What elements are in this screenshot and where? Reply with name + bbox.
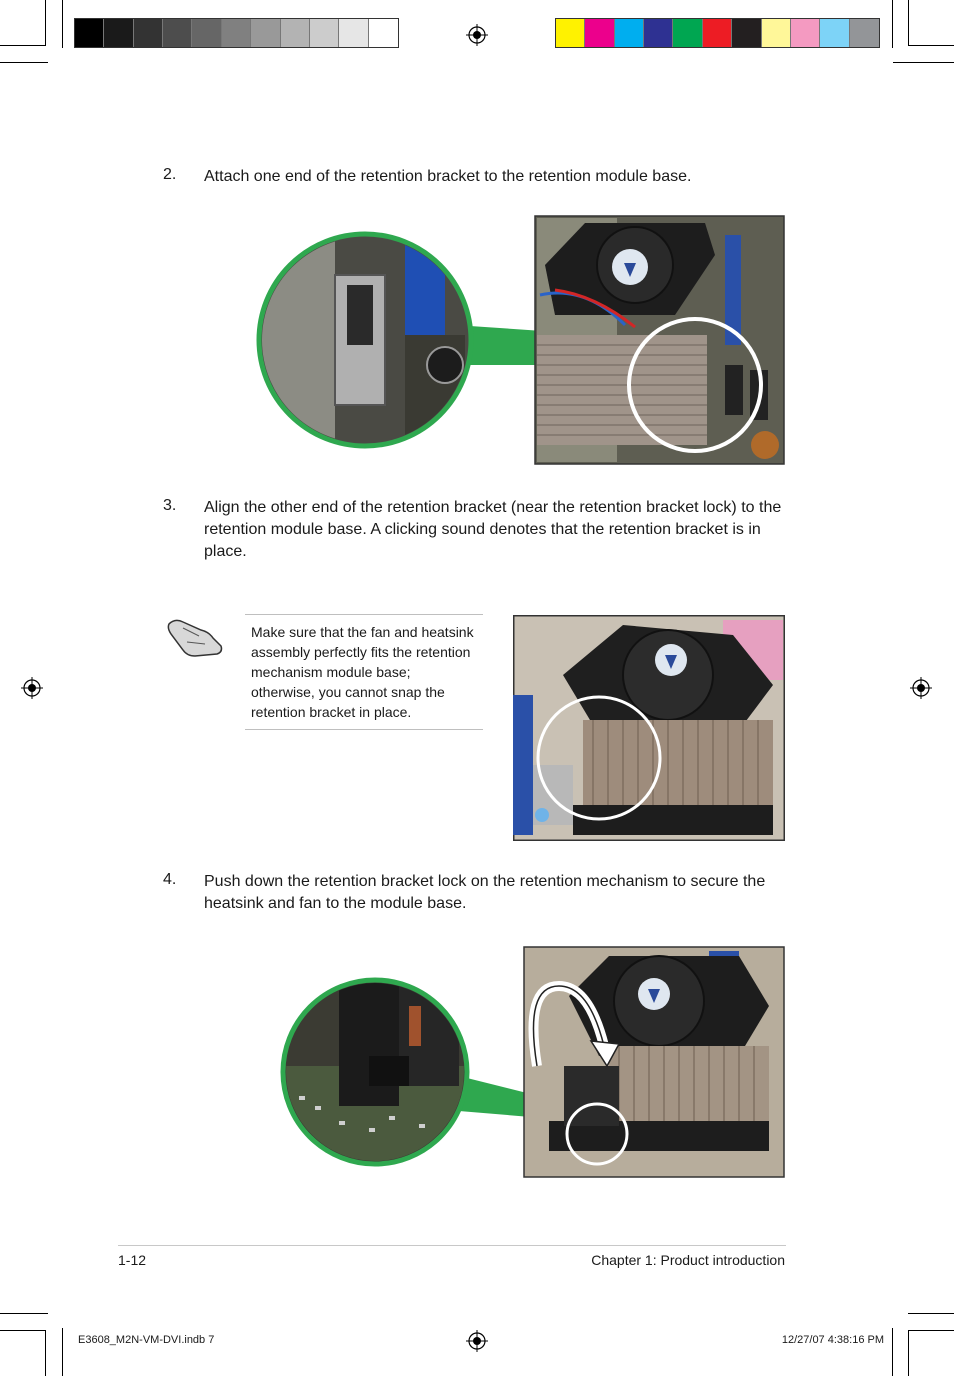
calibration-swatch xyxy=(761,19,791,47)
note-box: Make sure that the fan and heatsink asse… xyxy=(245,614,483,730)
calibration-swatch xyxy=(644,19,674,47)
calibration-swatch xyxy=(163,19,193,47)
step-2-illustration xyxy=(256,215,785,465)
calibration-swatch xyxy=(820,19,850,47)
calibration-swatch xyxy=(104,19,134,47)
calibration-swatch xyxy=(556,19,586,47)
step-text: Push down the retention bracket lock on … xyxy=(204,873,766,912)
calibration-swatch xyxy=(339,19,369,47)
calibration-swatch xyxy=(702,19,733,47)
step-4-illustration xyxy=(280,946,785,1178)
calibration-swatch xyxy=(309,19,340,47)
calibration-swatch xyxy=(251,19,281,47)
step-3-photo xyxy=(513,615,785,841)
step-number: 4. xyxy=(163,871,177,888)
slug-timestamp: 12/27/07 4:38:16 PM xyxy=(781,1334,884,1346)
registration-mark-icon xyxy=(466,24,488,46)
registration-mark-icon xyxy=(910,677,932,699)
chapter-title: Chapter 1: Product introduction xyxy=(591,1252,785,1268)
calibration-swatch xyxy=(75,19,105,47)
step-number: 3. xyxy=(163,497,177,514)
step-text: Align the other end of the retention bra… xyxy=(204,499,782,560)
grayscale-calibration-bar xyxy=(74,18,399,48)
calibration-swatch xyxy=(673,19,703,47)
calibration-swatch xyxy=(192,19,222,47)
calibration-swatch xyxy=(614,19,645,47)
registration-mark-icon xyxy=(21,677,43,699)
step-number: 2. xyxy=(163,166,177,183)
hand-pointer-icon xyxy=(167,619,223,657)
calibration-swatch xyxy=(849,19,879,47)
calibration-swatch xyxy=(280,19,310,47)
calibration-swatch xyxy=(732,19,762,47)
calibration-swatch xyxy=(221,19,252,47)
registration-mark-icon xyxy=(466,1330,488,1352)
footer-rule xyxy=(118,1245,786,1246)
color-calibration-bar xyxy=(555,18,880,48)
note-text: Make sure that the fan and heatsink asse… xyxy=(251,624,474,720)
calibration-swatch xyxy=(790,19,821,47)
page-number: 1-12 xyxy=(118,1252,147,1268)
calibration-swatch xyxy=(585,19,615,47)
calibration-swatch xyxy=(133,19,164,47)
calibration-swatch xyxy=(368,19,398,47)
slug-file: E3608_M2N-VM-DVI.indb 7 xyxy=(78,1334,215,1346)
step-text: Attach one end of the retention bracket … xyxy=(204,168,692,185)
